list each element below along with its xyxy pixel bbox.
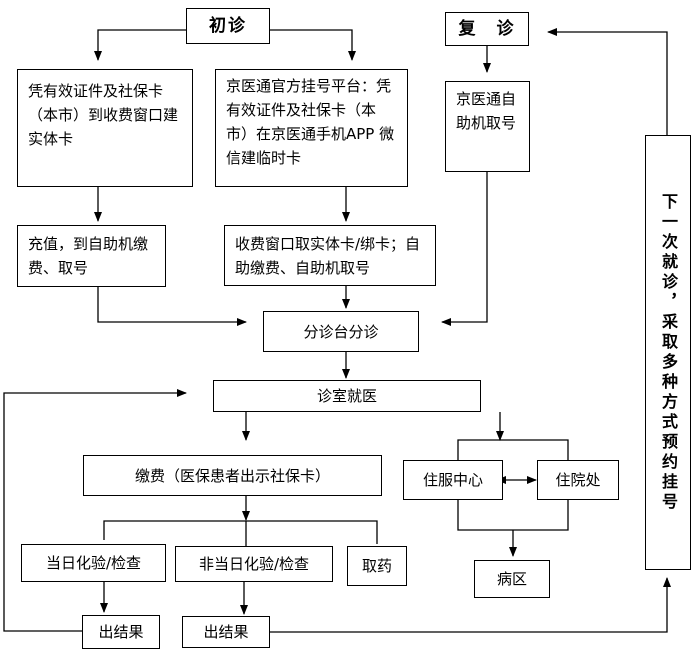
admission-center-node: 住服中心 [403,460,503,500]
jyt-platform-node: 京医通官方挂号平台：凭有效证件及社保卡（本市）在京医通手机APP 微信建临时卡 [215,69,408,187]
jyt-self-service-node: 京医通自助机取号 [445,81,530,172]
connector-payment-split [103,520,378,544]
connector-next-to-return [547,28,668,135]
inpatient-office-node: 住院处 [537,460,619,500]
connector-result-loop [3,389,187,632]
next-visit-node: 下一次就诊，采取多种方式预约挂号 [645,135,691,570]
same-day-test-node: 当日化验/检查 [21,544,166,582]
pharmacy-node: 取药 [347,546,407,586]
return-visit-node: 复 诊 [445,12,529,46]
result-node-1: 出结果 [82,615,160,649]
next-visit-label: 下一次就诊，采取多种方式预约挂号 [659,192,678,513]
ward-node: 病区 [474,560,550,598]
connector-first-to-card [94,29,186,61]
recharge-node: 充值，到自助机缴费、取号 [17,225,166,287]
connector-recharge-to-triage [97,287,247,326]
card-office-node: 凭有效证件及社保卡（本市）到收费窗口建实体卡 [17,69,193,187]
connector-self-to-triage [441,172,488,326]
consult-node: 诊室就医 [213,380,481,412]
payment-node: 缴费（医保患者出示社保卡） [83,455,382,496]
connector-result-to-next [270,577,671,633]
later-test-node: 非当日化验/检查 [175,546,333,582]
triage-node: 分诊台分诊 [263,311,419,352]
connector-inpatient-bracket-top [457,439,569,460]
connector-inpatient-bracket-bottom [457,500,569,531]
window-card-node: 收费窗口取实体卡/绑卡；自助缴费、自助机取号 [224,225,436,286]
result-node-2: 出结果 [182,616,270,648]
first-visit-node: 初诊 [186,8,270,44]
connector-first-to-platform [270,29,356,61]
